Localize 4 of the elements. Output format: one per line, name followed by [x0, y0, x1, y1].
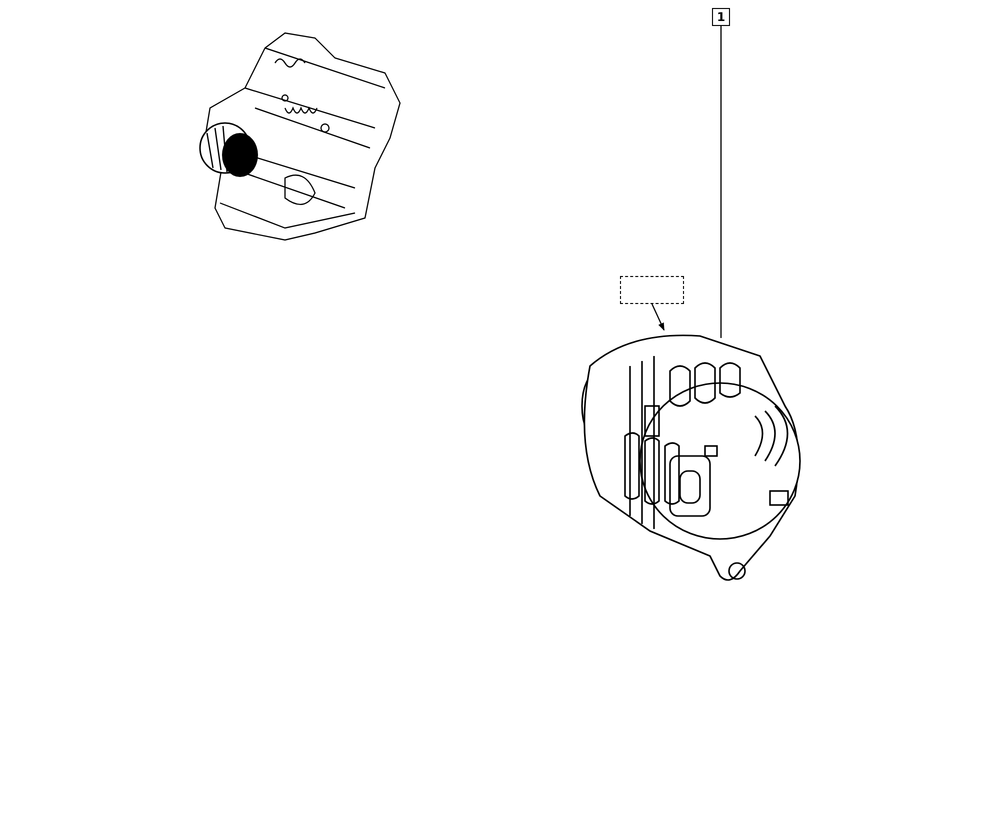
blank-label-box	[620, 276, 684, 304]
callout-number: 1	[712, 8, 730, 26]
leader-line	[720, 26, 722, 338]
arrow	[651, 304, 665, 331]
